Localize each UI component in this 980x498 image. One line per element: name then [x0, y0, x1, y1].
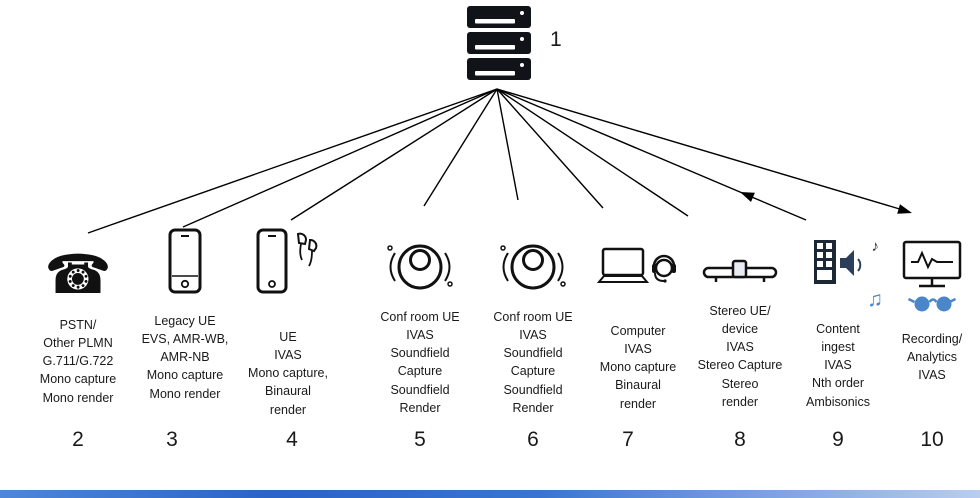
endpoint-number: 9 — [832, 428, 844, 451]
endpoint-number: 5 — [414, 428, 426, 451]
server-number: 1 — [550, 28, 562, 51]
conference-speaker-icon — [365, 236, 475, 300]
endpoint-number: 10 — [920, 428, 944, 451]
smartphone-icon — [125, 228, 245, 304]
arrowhead-toward-server-icon — [740, 192, 755, 202]
telephone-glyph: ☎ — [44, 245, 112, 305]
monitor-analytics-icon — [877, 240, 980, 322]
link-to-recording — [496, 88, 904, 211]
music-note-icon: ♪ — [871, 238, 880, 255]
arrowhead-to-recording-icon — [897, 204, 912, 214]
telephone-icon: ☎ — [23, 248, 133, 308]
link-to-legacy-ue — [182, 88, 498, 228]
link-to-stereo-device — [496, 88, 689, 217]
laptop-headset-icon — [583, 246, 693, 314]
conference-speaker-icon — [478, 236, 588, 300]
endpoint-number: 7 — [622, 428, 634, 451]
music-notes-icon: ♫ — [867, 288, 883, 311]
endpoint-number: 6 — [527, 428, 539, 451]
link-to-conf-room-1 — [423, 88, 498, 207]
server-rack-icon — [466, 6, 532, 87]
link-to-computer — [496, 88, 604, 209]
link-to-content-ingest — [496, 88, 807, 221]
endpoint-number: 4 — [286, 428, 298, 451]
endpoint-number: 3 — [166, 428, 178, 451]
content-media-icon: ♪ ♫ — [795, 236, 883, 312]
link-to-pstn — [87, 88, 498, 234]
link-to-ue-ivas — [290, 88, 498, 221]
smartphone-earbuds-icon — [233, 228, 343, 320]
bottom-accent-bar — [0, 490, 980, 498]
endpoint-number: 8 — [734, 428, 746, 451]
endpoint-number: 2 — [72, 428, 84, 451]
link-to-conf-room-2 — [496, 88, 519, 201]
stereo-soundbar-icon — [675, 256, 805, 294]
